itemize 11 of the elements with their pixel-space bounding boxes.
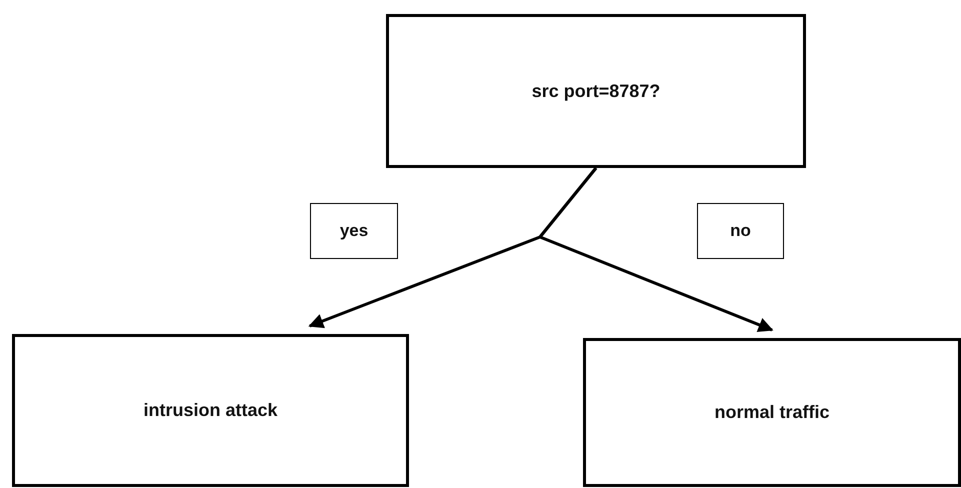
process-box	[583, 338, 961, 487]
answer-box	[310, 203, 398, 259]
arrow	[538, 167, 774, 332]
box-text: no	[730, 221, 751, 241]
process-box	[386, 14, 806, 168]
box-text: yes	[340, 221, 368, 241]
answer-box	[697, 203, 784, 259]
box-text: intrusion attack	[143, 400, 278, 421]
box-text: normal traffic	[714, 402, 830, 423]
box-text: src port=8787?	[532, 80, 660, 102]
process-box	[12, 334, 409, 487]
